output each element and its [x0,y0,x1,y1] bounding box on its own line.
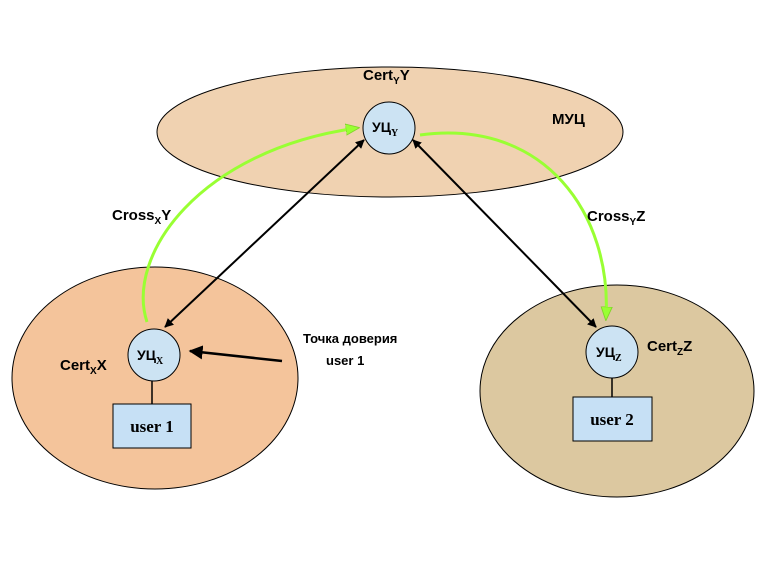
trust-point-label-line1: Точка доверия [303,331,397,346]
arrow-top-left [164,139,365,328]
cross-y-z-label: CrossYZ [587,208,645,228]
user-2-box[interactable]: user 2 [572,396,653,442]
cross-x-y-label: CrossXY [112,207,171,227]
node-uc-z-circle [585,325,639,379]
right-domain: CertZZ [479,284,755,498]
node-uc-z[interactable]: УЦZ [585,325,639,379]
user-2-label: user 2 [590,410,634,429]
node-uc-x-label: УЦX [137,347,164,367]
node-uc-x-circle [127,328,181,382]
user-2-rect [572,396,653,442]
user-1-label: user 1 [130,417,174,436]
top-cert-label: CertYY [363,67,410,87]
user-1-rect [112,403,192,449]
node-uc-y-label: УЦY [372,119,399,139]
left-cert-label: CertXX [60,357,107,377]
right-cert-label: CertZZ [647,338,692,358]
node-uc-y-circle [362,101,416,155]
trust-point-arrow [188,345,283,363]
node-uc-x[interactable]: УЦX [127,328,181,382]
user-1-box[interactable]: user 1 [112,403,192,449]
green-cross-arrow-left [141,128,357,323]
node-uc-z-label: УЦZ [596,344,622,364]
right-domain-ellipse [479,284,755,498]
muc-label: МУЦ [552,111,585,128]
trust-point-label-line2: user 1 [326,353,364,368]
green-cross-arrow-right [419,131,606,318]
arrow-top-right [412,139,597,328]
node-uc-y[interactable]: УЦY [362,101,416,155]
